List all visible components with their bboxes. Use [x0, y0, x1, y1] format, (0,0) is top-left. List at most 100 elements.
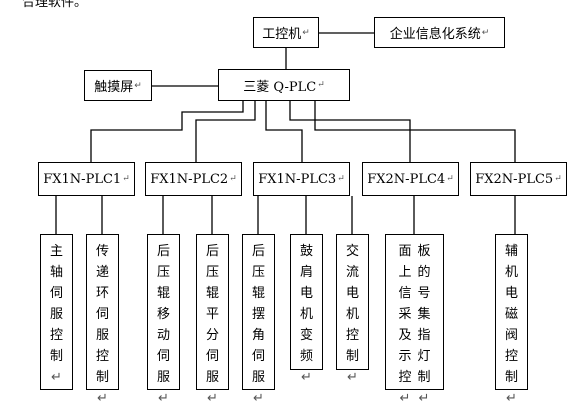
leaf-char: 环 [95, 286, 109, 301]
node-plc3-label: FX1N-PLC3 [258, 171, 337, 187]
leaf-char: 摆 [251, 307, 265, 322]
return-mark: ↵ [347, 370, 358, 385]
leaf-char: 控 [49, 328, 63, 343]
leaf-l6-text: 鼓肩电机变频↵ [299, 241, 313, 385]
leaf-char: 磁 [504, 307, 518, 322]
leaf-char: 板 [417, 244, 431, 259]
leaf-char: 服 [205, 370, 219, 385]
leaf-char: 伺 [251, 349, 265, 364]
leaf-char: 递 [95, 265, 109, 280]
leaf-char: 制 [504, 370, 518, 385]
return-mark: ↵ [418, 391, 430, 406]
node-plc2-label: FX1N-PLC2 [150, 171, 229, 187]
node-plc5-label: FX2N-PLC5 [475, 171, 554, 187]
leaf-l8: 面上信采及示控↵ 板的号集指灯制↵ [385, 234, 444, 406]
leaf-char: 上 [398, 265, 412, 280]
return-mark: ↵ [207, 391, 218, 406]
leaf-char: 示 [398, 349, 412, 364]
header-text-fragment: 合理软件。 [22, 0, 88, 10]
leaf-char: 电 [299, 286, 313, 301]
leaf-char: 辊 [156, 286, 170, 301]
leaf-char: 电 [345, 286, 359, 301]
leaf-char: 号 [417, 286, 431, 301]
return-mark: ↵ [446, 174, 454, 184]
leaf-char: 平 [205, 307, 219, 322]
leaf-char: 伺 [95, 307, 109, 322]
leaf-char: 辅 [504, 244, 518, 259]
node-plc1: FX1N-PLC1↵ [38, 162, 135, 196]
node-plc3: FX1N-PLC3↵ [253, 162, 350, 196]
leaf-char: 变 [299, 328, 313, 343]
leaf-char: 指 [417, 328, 431, 343]
node-ipc-label: 工控机 [262, 27, 302, 42]
leaf-char: 主 [49, 244, 63, 259]
leaf-char: 鼓 [299, 244, 313, 259]
leaf-char: 服 [251, 370, 265, 385]
leaf-l3: 后压辊移动伺服↵ [147, 234, 180, 406]
node-erp: 企业信息化系统↵ [374, 17, 505, 48]
leaf-char: 制 [49, 349, 63, 364]
leaf-char: 肩 [299, 265, 313, 280]
leaf-char: 辊 [205, 286, 219, 301]
leaf-char: 伺 [49, 286, 63, 301]
leaf-char: 服 [156, 370, 170, 385]
line-qplc-plc3 [265, 101, 303, 162]
leaf-char: 制 [95, 370, 109, 385]
leaf-char: 控 [504, 349, 518, 364]
leaf-char: 伺 [156, 349, 170, 364]
node-plc2: FX1N-PLC2↵ [145, 162, 242, 196]
leaf-char: 动 [156, 328, 170, 343]
leaf-char: 面 [398, 244, 412, 259]
leaf-char: 及 [398, 328, 412, 343]
leaf-char: 的 [417, 265, 431, 280]
leaf-char: 控 [345, 328, 359, 343]
line-qplc-plc1 [90, 101, 244, 162]
leaf-l9: 辅机电磁阀控制↵ [495, 234, 528, 406]
leaf-l1: 主轴伺服控制↵ [40, 234, 73, 390]
return-mark: ↵ [134, 80, 142, 91]
return-mark: ↵ [399, 391, 411, 406]
leaf-char: 流 [345, 265, 359, 280]
leaf-char: 移 [156, 307, 170, 322]
return-mark: ↵ [554, 174, 562, 184]
line-qplc-plc2 [195, 101, 256, 162]
leaf-char: 辊 [251, 286, 265, 301]
return-mark: ↵ [51, 370, 62, 385]
line-qplc-plc4 [289, 101, 411, 162]
return-mark: ↵ [506, 391, 517, 406]
leaf-char: 电 [504, 286, 518, 301]
leaf-char: 机 [299, 307, 313, 322]
leaf-l4-text: 后压辊平分伺服↵ [205, 241, 219, 406]
node-ipc: 工控机↵ [253, 17, 319, 48]
node-plc5: FX2N-PLC5↵ [470, 162, 567, 196]
leaf-char: 采 [398, 307, 412, 322]
leaf-l5: 后压辊摆角伺服↵ [242, 234, 275, 406]
return-mark: ↵ [229, 174, 237, 184]
leaf-char: 控 [95, 349, 109, 364]
leaf-char: 压 [251, 265, 265, 280]
return-mark: ↵ [302, 27, 310, 38]
leaf-char: 交 [345, 244, 359, 259]
leaf-l9-text: 辅机电磁阀控制↵ [504, 241, 518, 406]
leaf-char: 控 [398, 370, 412, 385]
leaf-char: 频 [299, 349, 313, 364]
leaf-l7-text: 交流电机控制↵ [345, 241, 359, 385]
node-touch: 触摸屏↵ [84, 70, 152, 101]
leaf-char: 后 [156, 244, 170, 259]
leaf-l8-text-b: 板的号集指灯制↵ [417, 241, 431, 406]
leaf-char: 后 [205, 244, 219, 259]
leaf-l2: 传递环伺服控制 ↵ [86, 234, 119, 406]
leaf-char: 后 [251, 244, 265, 259]
node-plc1-label: FX1N-PLC1 [43, 171, 122, 187]
leaf-char: 服 [95, 328, 109, 343]
leaf-l6: 鼓肩电机变频↵ [290, 234, 323, 385]
return-mark: ↵ [158, 391, 169, 406]
return-mark: ↵ [97, 391, 108, 406]
leaf-char: 集 [417, 307, 431, 322]
leaf-char: 阀 [504, 328, 518, 343]
leaf-l4: 后压辊平分伺服↵ [196, 234, 229, 406]
return-mark: ↵ [481, 27, 490, 38]
return-mark: ↵ [317, 80, 325, 90]
node-touch-label: 触摸屏 [94, 80, 134, 95]
leaf-char: 传 [95, 244, 109, 259]
